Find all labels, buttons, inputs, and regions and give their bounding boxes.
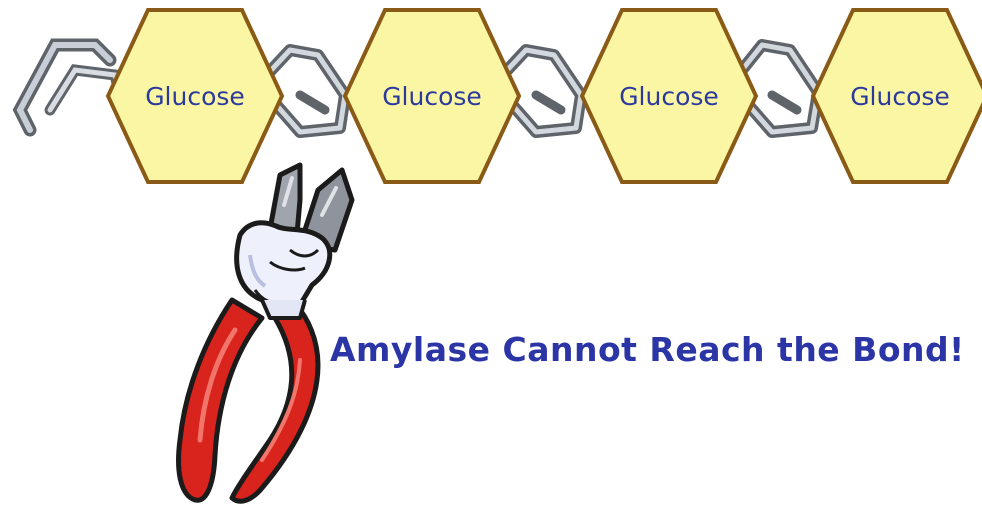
glucose-label: Glucose bbox=[619, 82, 719, 111]
glucose-hexagon-shape bbox=[342, 8, 522, 184]
glucose-hexagon: Glucose bbox=[342, 8, 522, 184]
glucose-hexagon-shape bbox=[810, 8, 982, 184]
glucose-label: Glucose bbox=[382, 82, 482, 111]
glucose-label: Glucose bbox=[850, 82, 950, 111]
glucose-hexagon-shape bbox=[579, 8, 759, 184]
glove-icon bbox=[234, 220, 333, 320]
glucose-hexagon: Glucose bbox=[579, 8, 759, 184]
chain-link-icon bbox=[12, 38, 126, 137]
glucose-label: Glucose bbox=[145, 82, 245, 111]
diagram-caption: Amylase Cannot Reach the Bond! bbox=[330, 330, 965, 369]
glucose-hexagon: Glucose bbox=[105, 8, 285, 184]
pliers-icon bbox=[176, 162, 355, 504]
glucose-hexagon-shape bbox=[105, 8, 285, 184]
glucose-hexagon: Glucose bbox=[810, 8, 982, 184]
